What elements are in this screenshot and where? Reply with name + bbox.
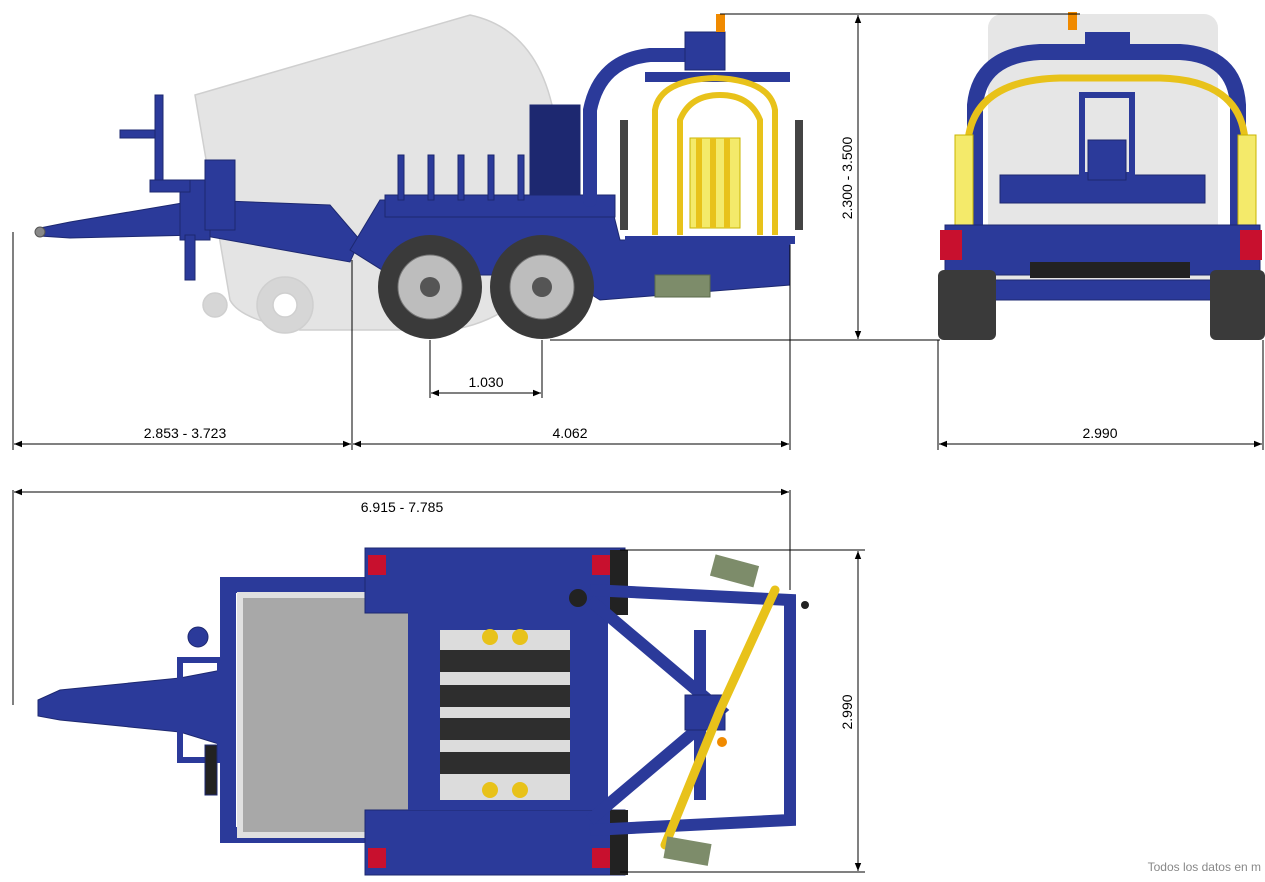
dim-body-length: 4.062 — [552, 425, 587, 441]
dim-total-length: 6.915 - 7.785 — [361, 499, 444, 515]
side-drawbar — [34, 94, 361, 281]
dimension-labels: 2.853 - 3.723 4.062 1.030 2.300 - 3.500 … — [144, 137, 1118, 730]
dimension-lines — [12, 13, 1264, 873]
rear-view — [938, 12, 1265, 340]
rear-reflector-left — [940, 230, 962, 260]
top-view — [37, 547, 809, 876]
side-table — [625, 236, 795, 244]
dim-top-width: 2.990 — [839, 694, 855, 729]
side-film-rolls — [620, 120, 803, 230]
side-wheel-front — [378, 235, 482, 339]
dim-axle-spacing: 1.030 — [468, 374, 503, 390]
side-wheel-rear — [490, 235, 594, 339]
rear-tire-right — [1210, 270, 1265, 340]
rear-reflector-right — [1240, 230, 1262, 260]
rear-beacon — [1068, 12, 1077, 30]
dim-drawbar-length: 2.853 - 3.723 — [144, 425, 227, 441]
units-footnote: Todos los datos en m — [1147, 860, 1261, 874]
dim-rear-width: 2.990 — [1082, 425, 1117, 441]
side-yellow-arms — [652, 74, 778, 235]
top-bale-platform — [237, 592, 423, 838]
rear-tire-left — [938, 270, 996, 340]
dim-height: 2.300 - 3.500 — [839, 137, 855, 220]
side-view — [34, 14, 803, 339]
side-wrap-frame — [583, 48, 707, 207]
